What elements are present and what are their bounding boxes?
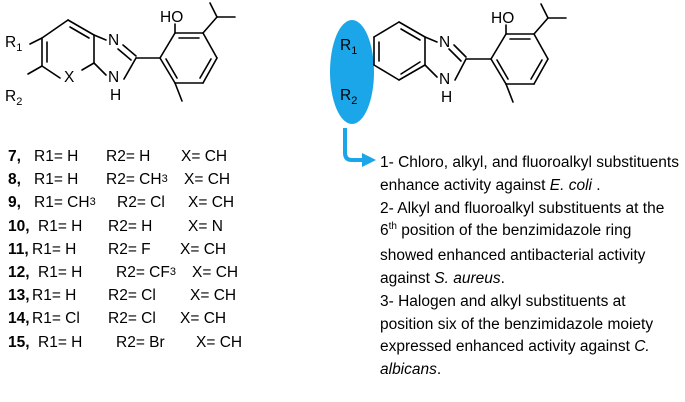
compound-x: X= CH xyxy=(188,194,235,212)
left-oh-label: HO xyxy=(160,9,183,26)
compound-number: 7, xyxy=(8,148,21,165)
compound-r1: R1= H xyxy=(34,148,79,165)
bent-arrow xyxy=(343,128,364,162)
left-x-label: X xyxy=(64,69,75,86)
sar-notes: 1- Chloro, alkyl, and fluoroalkyl substi… xyxy=(380,152,680,382)
compound-r1: R1= H xyxy=(32,240,77,258)
compound-x: X= CH xyxy=(190,287,237,305)
compound-r2: R2= Cl xyxy=(117,194,165,212)
compound-r2: R2= H xyxy=(106,148,151,165)
compound-r1: R1= Cl xyxy=(32,310,80,328)
note-3: 3- Halogen and alkyl substituents at pos… xyxy=(380,292,654,379)
arrow-head xyxy=(362,153,376,167)
compound-number: 12, xyxy=(8,263,30,281)
compound-r2: R2= Cl xyxy=(108,310,156,328)
compound-row: 10, R1= H R2= H X= N xyxy=(8,215,338,238)
compound-r2: R2= H xyxy=(108,217,153,235)
compound-r1: R1= H xyxy=(38,333,83,351)
compound-r1: R1= H xyxy=(34,171,79,189)
right-h-label: H xyxy=(441,89,452,106)
compound-x: X= CH xyxy=(180,240,227,258)
left-r1-label: R1 xyxy=(5,34,22,54)
right-oh-label: HO xyxy=(491,10,514,27)
left-h-label: H xyxy=(110,87,121,104)
right-r1-label: R1 xyxy=(340,37,357,57)
compound-number: 15, xyxy=(8,333,30,351)
compound-row: 14, R1= Cl R2= Cl X= CH xyxy=(8,307,338,330)
compound-x: X= CH xyxy=(181,148,228,165)
compound-r2: R2= Cl xyxy=(108,287,156,305)
left-nh-label: N xyxy=(108,69,119,86)
compound-number: 10, xyxy=(8,217,30,235)
compound-x: X= N xyxy=(188,217,223,235)
compound-r1: R1= H xyxy=(32,287,77,305)
left-n-label: N xyxy=(108,32,119,49)
compound-r1: R1= H xyxy=(38,217,83,235)
left-r2-label: R2 xyxy=(5,88,22,108)
compound-x: X= CH xyxy=(196,333,243,351)
compound-r2: R2= F xyxy=(108,240,151,258)
compound-number: 8, xyxy=(8,171,21,189)
note-1: 1- Chloro, alkyl, and fluoroalkyl substi… xyxy=(380,154,679,194)
compound-row: 7, R1= H R2= H X= CH xyxy=(8,145,338,168)
compound-r1: R1= H xyxy=(38,263,83,281)
right-r2-label: R2 xyxy=(340,87,357,107)
compound-number: 11, xyxy=(8,240,29,258)
right-n-label: N xyxy=(439,34,450,51)
compound-number: 9, xyxy=(8,194,21,212)
compound-row: 15, R1= H R2= Br X= CH xyxy=(8,331,338,354)
compound-x: X= CH xyxy=(184,171,231,189)
compound-number: 14, xyxy=(8,310,30,328)
right-nh-label: N xyxy=(439,71,450,88)
note-2: 2- Alkyl and fluoroalkyl substituents at… xyxy=(380,199,665,287)
r-group-highlight xyxy=(330,20,374,124)
compound-row: 11, R1= H R2= F X= CH xyxy=(8,238,338,261)
compound-r2: R2= Br xyxy=(116,333,165,351)
compound-number: 13, xyxy=(8,287,30,305)
compound-x: X= CH xyxy=(192,263,239,281)
compound-row: 13, R1= H R2= Cl X= CH xyxy=(8,284,338,307)
compound-x: X= CH xyxy=(180,310,227,328)
